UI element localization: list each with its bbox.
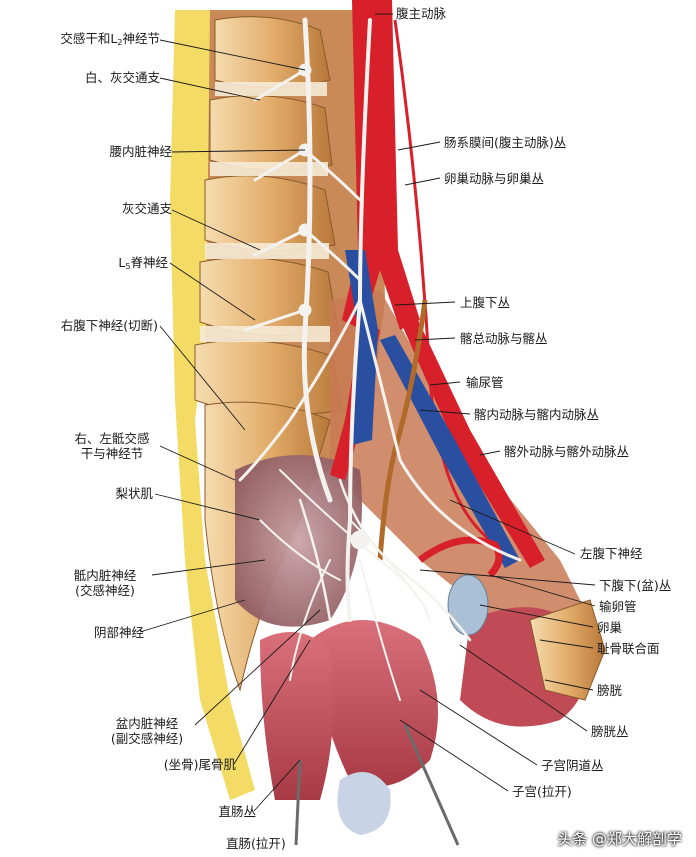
- label-common-iliac: 髂总动脉与髂丛: [460, 331, 548, 346]
- label-sacral-trunk-line2: 干与神经节: [80, 446, 144, 461]
- label-external-iliac: 髂外动脉与髂外动脉丛: [504, 444, 630, 459]
- label-l5-spinal-nerve: L5脊神经: [118, 255, 168, 274]
- label-bladder: 膀胱: [597, 683, 623, 698]
- label-superior-hypogastric: 上腹下丛: [460, 295, 511, 310]
- lumbar-vertebrae: [194, 16, 343, 416]
- pubic-symphysis-bone: [529, 599, 606, 701]
- label-pelvic-splanchnic-line1: 盆内脏神经: [115, 716, 179, 731]
- nerve-network: [238, 17, 522, 701]
- label-piriformis: 梨状肌: [115, 486, 153, 501]
- label-sacral-splanchnic: 骶内脏神经 (交感神经): [55, 568, 155, 598]
- label-l5-sub: 5: [125, 262, 131, 271]
- ovary-organ: [447, 574, 489, 636]
- label-ovarian-artery-plexus: 卵巢动脉与卵巢丛: [444, 171, 545, 186]
- label-pudendal: 阴部神经: [93, 625, 144, 640]
- label-uterovaginal-plexus: 子宫阴道丛: [541, 758, 604, 773]
- external-iliac-vein: [380, 335, 520, 568]
- label-pubic-symphysis: 耻骨联合面: [597, 641, 660, 656]
- left-external-iliac-artery: [402, 320, 545, 568]
- label-sacral-splanchnic-line1: 骶内脏神经: [73, 568, 137, 583]
- label-sacral-trunk-line1: 右、左骶交感: [74, 431, 150, 446]
- watermark: 头条 @郑大解剖学: [557, 830, 682, 848]
- ureter: [377, 299, 428, 561]
- label-gray-rami: 灰交通支: [121, 201, 172, 216]
- label-rectal-plexus: 直肠丛: [218, 804, 256, 819]
- label-right-hypogastric: 右腹下神经(切断): [60, 318, 158, 333]
- label-sacral-splanchnic-line2: (交感神经): [75, 583, 135, 598]
- rectum-organ: [260, 632, 334, 800]
- label-sacral-trunk: 右、左骶交感 干与神经节: [62, 431, 162, 461]
- label-pelvic-splanchnic: 盆内脏神经 (副交感神经): [95, 716, 199, 746]
- label-sympathetic-trunk: 交感干和L2神经节: [60, 31, 160, 50]
- ovarian-artery: [393, 19, 491, 542]
- label-l5-pre: L: [118, 255, 126, 270]
- label-uterus: 子宫(拉开): [512, 784, 572, 799]
- forceps-right: [403, 724, 460, 846]
- forceps-left: [294, 759, 302, 846]
- vagina-organ: [337, 772, 391, 835]
- label-l5-post: 脊神经: [130, 255, 168, 270]
- label-pelvic-splanchnic-line2: (副交感神经): [110, 731, 184, 746]
- uterus-organ: [310, 620, 438, 787]
- label-lumbar-splanchnic: 腰内脏神经: [109, 144, 172, 159]
- label-left-hypogastric: 左腹下神经: [580, 546, 643, 561]
- label-ovary: 卵巢: [597, 620, 623, 635]
- label-coccygeus: (坐骨)尾骨肌: [163, 757, 236, 772]
- label-vesical-plexus: 膀胱丛: [591, 724, 629, 739]
- label-white-gray-rami: 白、灰交通支: [84, 70, 160, 85]
- label-internal-iliac: 髂内动脉与髂内动脉丛: [474, 407, 600, 422]
- label-uterine-tube: 输卵管: [599, 599, 637, 614]
- label-ureter: 输尿管: [466, 375, 504, 390]
- uterine-tube-organ: [417, 536, 503, 578]
- label-sympathetic-trunk-pre: 交感干和L: [60, 31, 118, 46]
- label-inferior-hypogastric: 下腹下(盆)丛: [599, 578, 672, 593]
- label-intermesenteric-plexus: 肠系膜间(腹主动脉)丛: [444, 135, 567, 150]
- label-abdominal-aorta: 腹主动脉: [396, 6, 447, 21]
- piriformis-muscle: [235, 455, 362, 627]
- leader-lines: [139, 13, 596, 812]
- fat-tissue-left: [170, 10, 255, 800]
- label-sympathetic-trunk-sub: 2: [117, 38, 123, 47]
- label-rectum: 直肠(拉开): [226, 836, 286, 851]
- label-sympathetic-trunk-post: 神经节: [122, 31, 160, 46]
- common-iliac-vein: [345, 250, 378, 445]
